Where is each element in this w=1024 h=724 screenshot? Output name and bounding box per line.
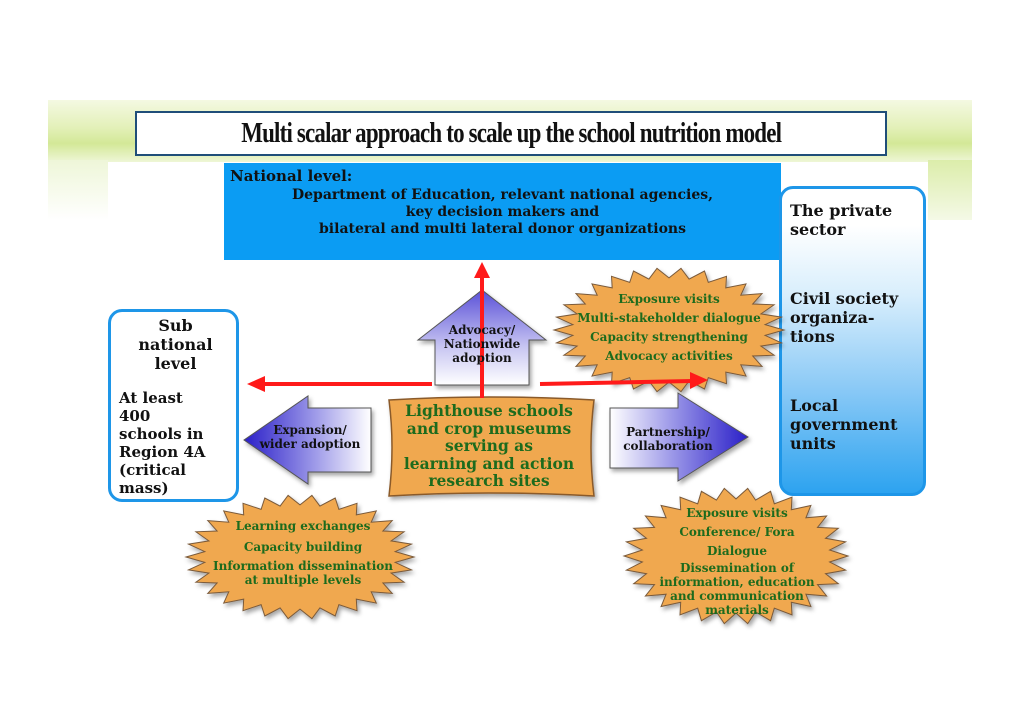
starburst-bottom-right-text: Exposure visits Conference/ Fora Dialogu…	[624, 504, 850, 617]
star-line: and communication	[670, 589, 804, 603]
center-line: serving as	[445, 436, 533, 455]
star-line: at multiple levels	[244, 573, 362, 587]
sub-national-detail: At least 400 schools in Region 4A (criti…	[119, 389, 232, 497]
star-line: Conference/ Fora	[679, 525, 795, 539]
expansion-left-arrow	[243, 395, 372, 485]
red-arrow-right-head	[690, 372, 708, 389]
stakeholder-line: Civil society	[790, 289, 899, 308]
stakeholder-line: sector	[790, 220, 846, 239]
banner-fade-right	[928, 160, 972, 220]
stakeholder-line: government	[790, 415, 898, 434]
star-line: Information dissemination	[213, 559, 393, 573]
starburst-top-right-text: Exposure visits Multi-stakeholder dialog…	[556, 290, 782, 366]
starburst-top-right	[552, 267, 786, 393]
star-line: Dissemination of	[679, 561, 795, 575]
partnership-right-arrow	[609, 392, 749, 482]
national-heading: National level:	[230, 167, 353, 185]
stakeholder-line: organiza-	[790, 308, 875, 327]
stakeholder-line: units	[790, 434, 836, 453]
label-line: Nationwide	[443, 337, 521, 351]
center-text: Lighthouse schools and crop museums serv…	[386, 402, 592, 490]
national-line: bilateral and multi lateral donor organi…	[319, 221, 686, 237]
label-line: adoption	[452, 351, 512, 365]
sub-national-box: Sub national level At least 400 schools …	[108, 309, 239, 502]
label-line: Partnership/	[626, 425, 710, 439]
star-line: Multi-stakeholder dialogue	[577, 311, 761, 325]
star-line: Exposure visits	[618, 292, 720, 306]
advocacy-label: Advocacy/ Nationwide adoption	[436, 323, 528, 365]
title-box: Multi scalar approach to scale up the sc…	[135, 111, 887, 156]
label-line: wider adoption	[259, 437, 361, 451]
center-line: and crop museums	[406, 418, 572, 438]
red-arrow-left-head	[247, 376, 265, 392]
diagram-title: Multi scalar approach to scale up the sc…	[241, 117, 782, 149]
stakeholder-line: The private	[790, 201, 893, 220]
red-arrow-up-head	[474, 262, 490, 278]
national-level-box: National level: Department of Education,…	[224, 163, 781, 260]
heading-line: Sub	[158, 316, 193, 335]
label-line: Expansion/	[273, 423, 347, 437]
label-line: collaboration	[623, 439, 713, 453]
star-line: information, education	[659, 575, 815, 589]
stakeholder-line: tions	[790, 327, 835, 346]
detail-line: Region 4A	[119, 443, 206, 461]
stakeholders-box: The private sector Civil society organiz…	[779, 186, 926, 496]
center-line: learning and action	[403, 453, 575, 473]
center-scroll-box	[388, 396, 595, 497]
banner-fade-left	[48, 160, 108, 220]
detail-line: At least	[119, 389, 183, 407]
heading-line: level	[154, 354, 197, 373]
detail-line: mass)	[119, 479, 169, 497]
star-line: Dialogue	[706, 544, 768, 558]
star-line: materials	[705, 603, 769, 617]
starburst-bottom-left	[184, 494, 416, 620]
heading-line: national	[138, 335, 213, 354]
detail-line: schools in	[119, 425, 204, 443]
stakeholder-lgu: Local government units	[790, 396, 917, 453]
starburst-bottom-left-text: Learning exchanges Capacity building Inf…	[190, 517, 416, 587]
star-line: Capacity building	[243, 540, 363, 554]
stakeholder-civil-society: Civil society organiza- tions	[790, 289, 917, 346]
expansion-label: Expansion/ wider adoption	[248, 423, 372, 451]
star-line: Advocacy activities	[605, 349, 733, 363]
star-line: Exposure visits	[686, 506, 788, 520]
stakeholder-line: Local	[790, 396, 839, 415]
center-line: research sites	[428, 471, 550, 490]
label-line: Advocacy/	[448, 323, 516, 337]
sub-national-heading: Sub national level	[119, 316, 232, 373]
partnership-label: Partnership/ collaboration	[612, 425, 724, 453]
center-line: Lighthouse schools	[405, 401, 573, 420]
stakeholder-private-sector: The private sector	[790, 201, 917, 239]
national-line: key decision makers and	[405, 204, 600, 220]
star-line: Capacity strengthening	[590, 330, 748, 344]
star-line: Learning exchanges	[235, 519, 371, 533]
detail-line: (critical	[119, 461, 187, 479]
national-line: Department of Education, relevant nation…	[291, 187, 713, 203]
red-arrow-right-shaft	[539, 379, 693, 386]
starburst-bottom-right	[622, 487, 850, 625]
detail-line: 400	[119, 407, 151, 425]
